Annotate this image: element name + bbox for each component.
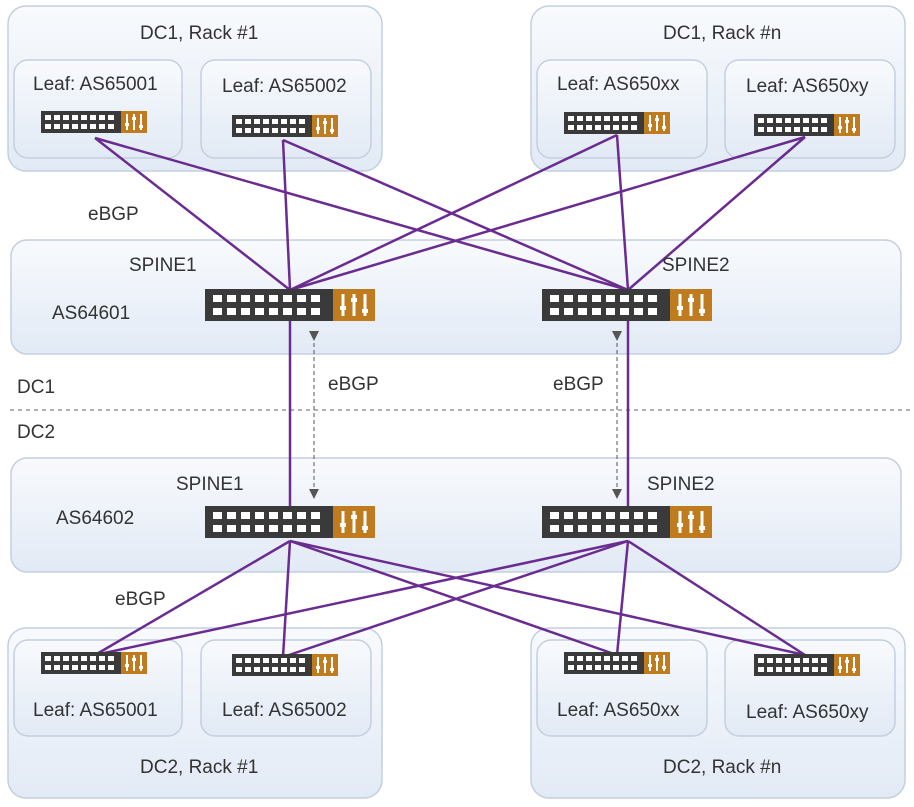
switch-icon bbox=[564, 652, 670, 674]
dc1-rackn-title: DC1, Rack #n bbox=[663, 23, 782, 44]
dc2-leaf-label-1: Leaf: AS65001 bbox=[33, 700, 158, 721]
dc2-leaf-label-3: Leaf: AS650xx bbox=[557, 700, 680, 721]
spine-switch-icon bbox=[205, 289, 375, 321]
dc1-leaf-label-1: Leaf: AS65001 bbox=[33, 74, 158, 95]
dc1-leaf-box-2 bbox=[200, 59, 372, 159]
dc2-label: DC2 bbox=[17, 422, 56, 443]
dc2-spine-as: AS64602 bbox=[56, 508, 135, 529]
dc1-spine1-label: SPINE1 bbox=[129, 255, 197, 276]
spine-switch-icon bbox=[542, 289, 712, 321]
ebgp-session-arrows bbox=[309, 331, 622, 499]
dc1-rack1-title: DC1, Rack #1 bbox=[140, 23, 259, 44]
dc2-rack1-title: DC2, Rack #1 bbox=[140, 757, 259, 778]
interdc-ebgp-right: eBGP bbox=[553, 374, 604, 395]
dc2-spine2-label: SPINE2 bbox=[647, 474, 715, 495]
dc1-leaf-label-4: Leaf: AS650xy bbox=[746, 76, 869, 97]
dc1-links bbox=[94, 133, 806, 292]
dc2-spine-box bbox=[10, 457, 902, 573]
dc1-spine-as: AS64601 bbox=[52, 303, 131, 324]
dc2-leaf-label-4: Leaf: AS650xy bbox=[746, 702, 869, 723]
dc1-label: DC1 bbox=[17, 377, 56, 398]
switch-icon bbox=[41, 652, 147, 674]
switch-icon bbox=[564, 112, 670, 134]
switch-icon bbox=[232, 654, 338, 676]
spine-switch-icon bbox=[205, 506, 375, 538]
dc1-ebgp-label: eBGP bbox=[88, 204, 139, 225]
dc2-rackn-title: DC2, Rack #n bbox=[663, 757, 782, 778]
switch-icon bbox=[754, 654, 860, 676]
dc2-leaf-label-2: Leaf: AS65002 bbox=[222, 700, 347, 721]
switch-icon bbox=[41, 111, 147, 133]
switch-icon bbox=[232, 115, 338, 137]
interdc-links bbox=[288, 320, 630, 506]
dc2-links bbox=[94, 539, 806, 659]
dc1-leaf-label-2: Leaf: AS65002 bbox=[222, 76, 347, 97]
dc2-ebgp-label: eBGP bbox=[115, 589, 166, 610]
dc1-leaf-box-4 bbox=[724, 59, 896, 159]
dc1-leaf-label-3: Leaf: AS650xx bbox=[557, 74, 680, 95]
dc2-spine1-label: SPINE1 bbox=[176, 474, 244, 495]
spine-switch-icon bbox=[542, 506, 712, 538]
interdc-ebgp-left: eBGP bbox=[328, 374, 379, 395]
dc1-spine2-label: SPINE2 bbox=[662, 255, 730, 276]
dc1-leaf-box-1 bbox=[13, 59, 183, 159]
switch-icon bbox=[754, 114, 860, 136]
